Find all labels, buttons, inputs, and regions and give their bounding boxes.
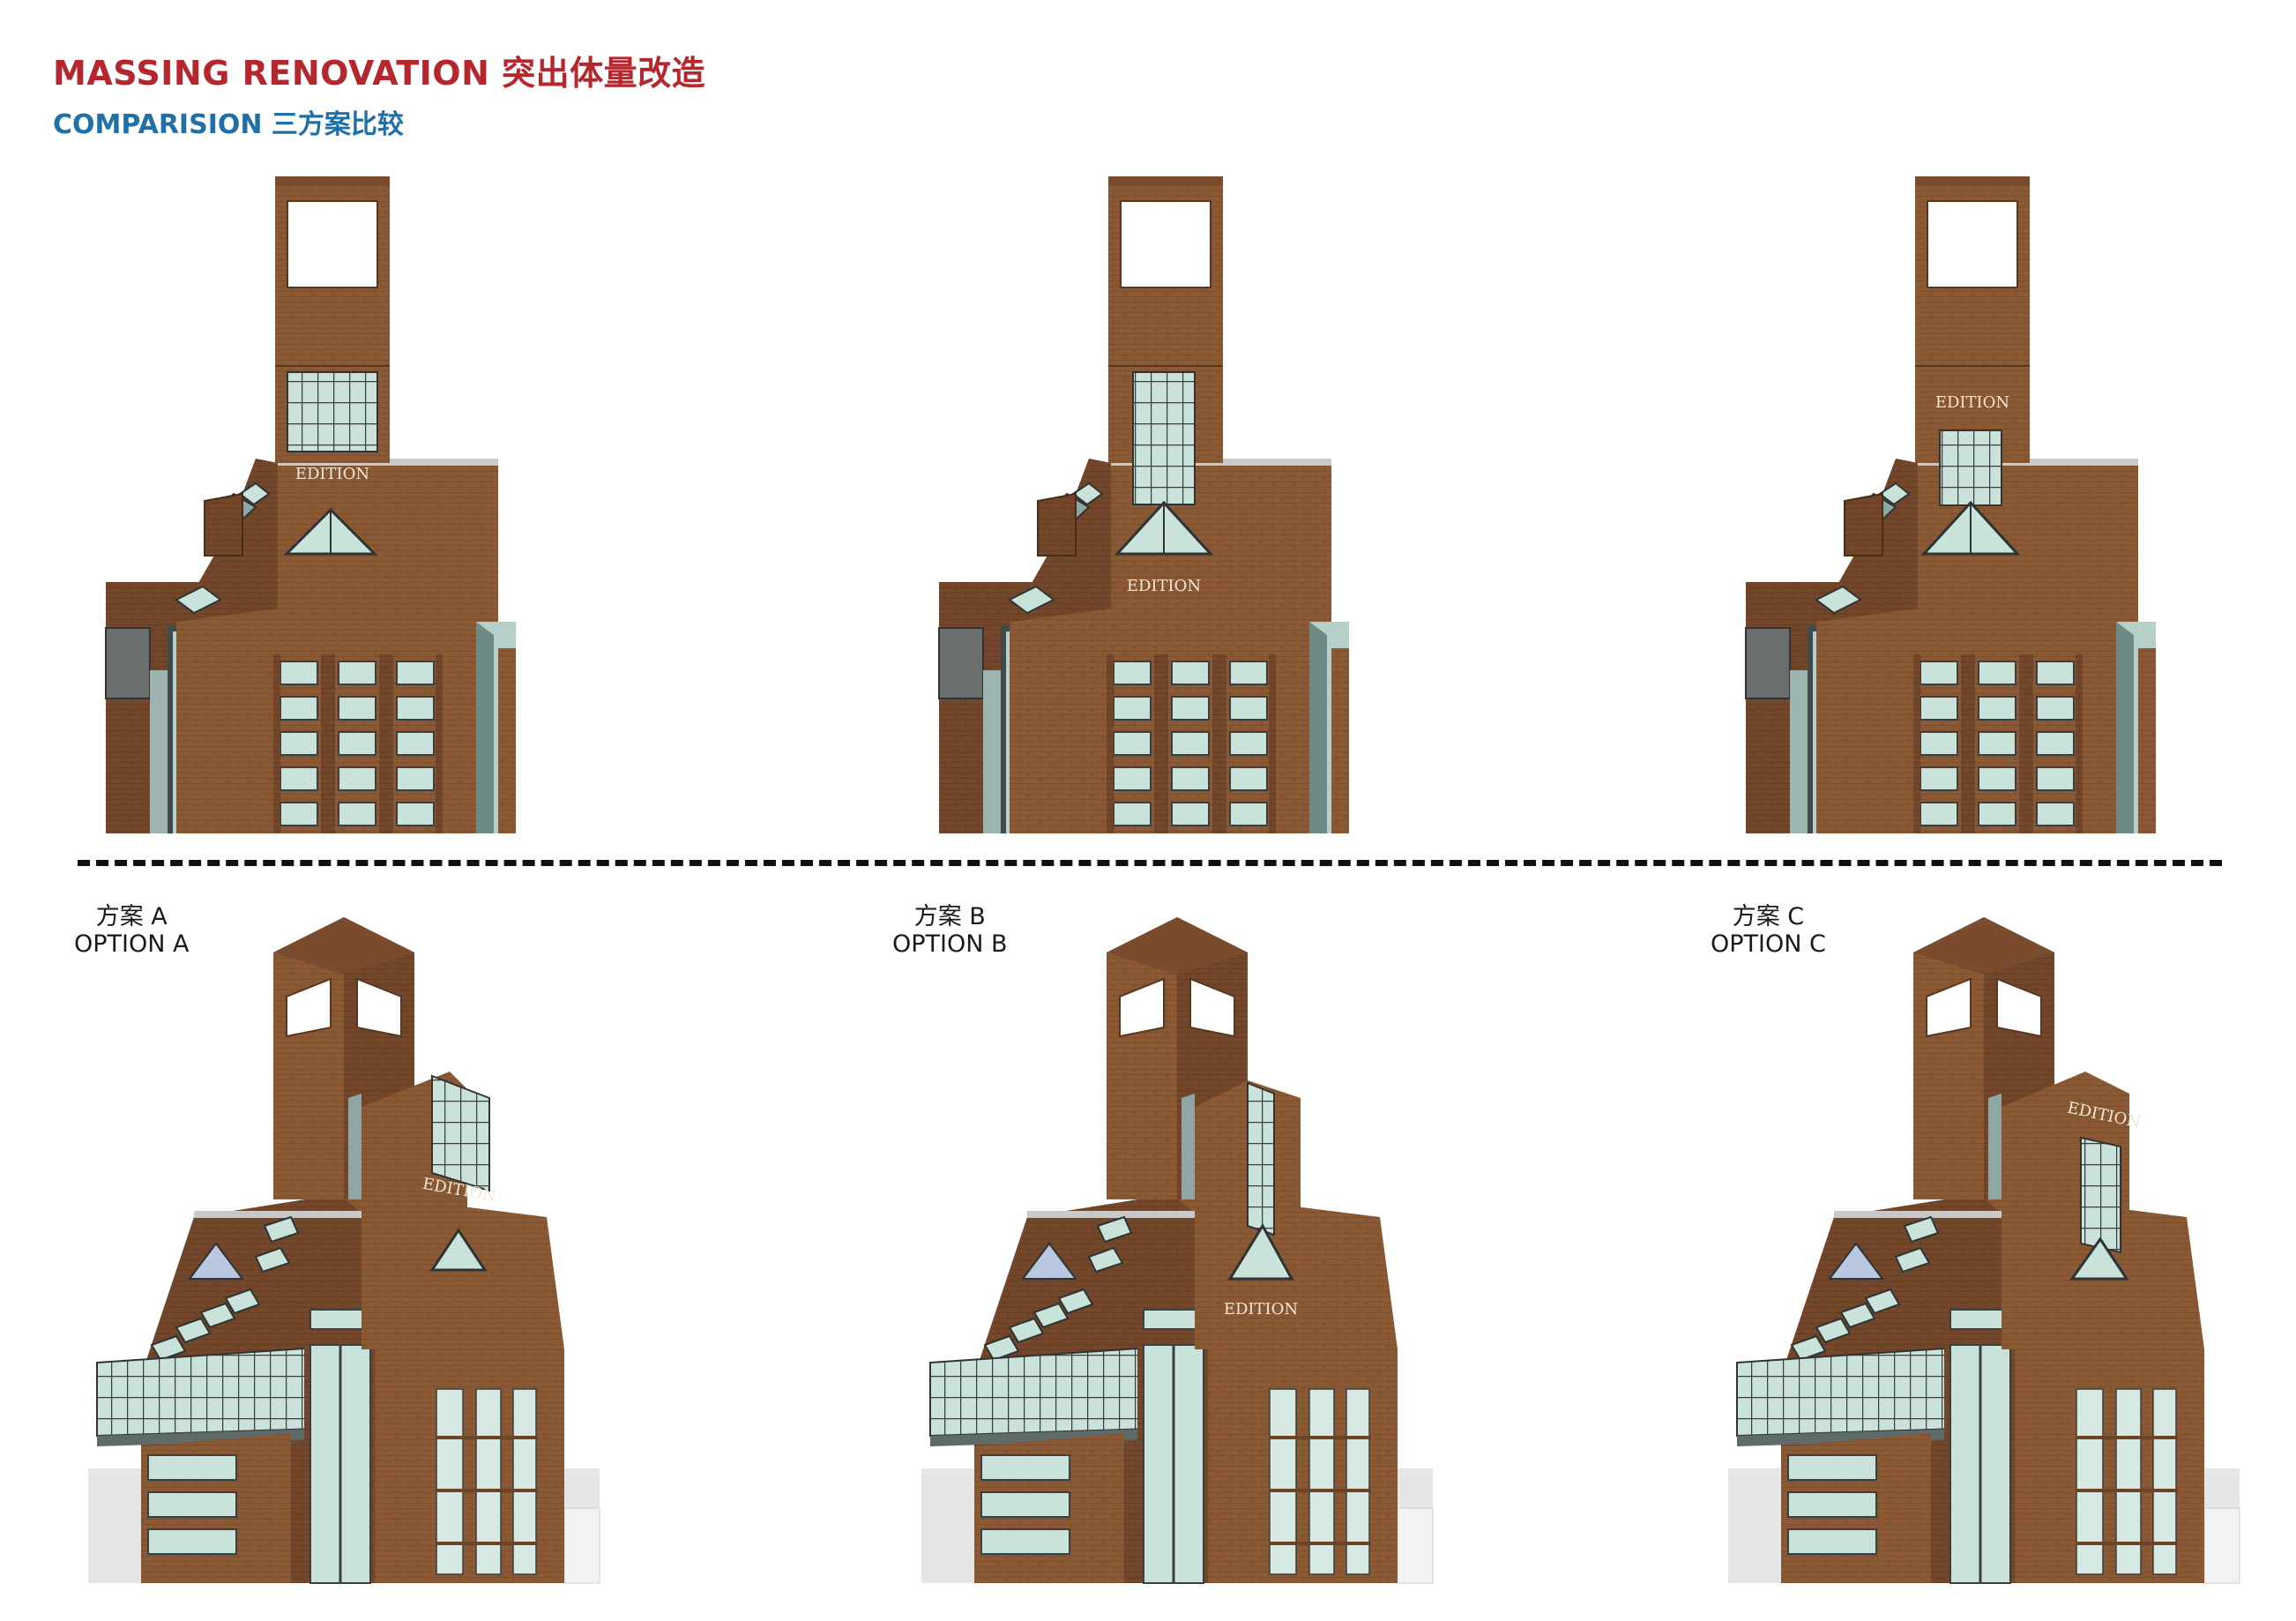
option-c-label-cn: 方案 C	[1732, 903, 1805, 930]
page-subtitle-en: COMPARISION	[53, 109, 263, 140]
option-c-tower-glazing-persp	[2080, 1136, 2121, 1254]
option-b-elevation: EDITION	[938, 176, 1350, 834]
option-a-label-cn: 方案 A	[95, 903, 168, 930]
option-b-label-cn: 方案 B	[913, 903, 986, 930]
option-a-tower-glazing-persp	[431, 1074, 490, 1192]
option-c-label: 方案 C OPTION C	[1711, 903, 1826, 958]
option-c-sign: EDITION	[1935, 393, 2009, 412]
option-a-label-en: OPTION A	[74, 930, 190, 958]
option-b-label-en: OPTION B	[892, 930, 1008, 958]
page-title-en: MASSING RENOVATION	[53, 54, 490, 93]
section-divider	[78, 860, 2222, 866]
page-subtitle-cn: 三方案比较	[271, 109, 404, 140]
option-a-perspective: EDITION	[86, 915, 601, 1585]
option-c-perspective: EDITION	[1726, 915, 2241, 1585]
page-subtitle: COMPARISION 三方案比较	[53, 102, 404, 141]
option-b-perspective: EDITION	[920, 915, 1435, 1585]
option-b-tower-glazing-persp	[1247, 1081, 1275, 1236]
option-b-sign-persp: EDITION	[1224, 1300, 1298, 1318]
option-a-sign: EDITION	[295, 465, 369, 483]
option-a-elevation: EDITION	[105, 176, 517, 834]
option-a-tower-glazing	[287, 371, 378, 452]
page-title-cn: 突出体量改造	[502, 54, 706, 93]
option-c-elevation: EDITION	[1745, 176, 2157, 834]
option-c-label-en: OPTION C	[1711, 930, 1826, 958]
option-c-tower-glazing	[1939, 430, 2002, 506]
option-b-sign: EDITION	[1127, 577, 1201, 595]
page-title: MASSING RENOVATION 突出体量改造	[53, 46, 705, 94]
option-b-tower-glazing	[1132, 371, 1196, 505]
option-b-label: 方案 B OPTION B	[892, 903, 1008, 958]
option-a-label: 方案 A OPTION A	[74, 903, 190, 958]
